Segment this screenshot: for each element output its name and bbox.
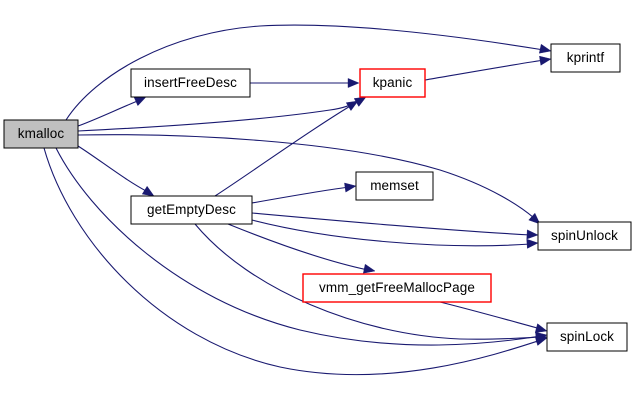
graph-node-memset[interactable]: memset: [355, 171, 434, 201]
call-edge: [77, 134, 541, 225]
edge-line: [77, 99, 141, 127]
graph-node-kprintf[interactable]: kprintf: [550, 43, 621, 73]
call-edge: [424, 55, 552, 81]
node-box[interactable]: [537, 221, 632, 251]
node-label: memset: [370, 178, 419, 193]
edge-line: [65, 24, 545, 121]
node-box[interactable]: [3, 119, 79, 149]
node-label: spinUnlock: [551, 228, 618, 243]
call-edge: [251, 182, 357, 204]
nodes-layer: kmalloc insertFreeDesc kpanic kprintf getEmp…: [3, 43, 632, 352]
arrowhead-icon: [526, 229, 539, 240]
arrowhead-icon: [141, 185, 155, 197]
arrowhead-icon: [345, 100, 359, 111]
arrowhead-icon: [344, 182, 357, 193]
edge-line: [251, 186, 350, 204]
call-edge: [194, 223, 548, 343]
edge-line: [194, 223, 542, 340]
arrowhead-icon: [363, 263, 376, 274]
node-box[interactable]: [130, 195, 253, 225]
call-edge: [77, 96, 147, 127]
call-edge: [214, 100, 359, 197]
call-edge: [251, 219, 539, 249]
call-edge: [77, 96, 367, 132]
node-box[interactable]: [546, 322, 628, 352]
call-edge: [227, 223, 376, 274]
graph-node-kpanic[interactable]: kpanic: [359, 68, 426, 98]
graph-node-spinUnlock[interactable]: spinUnlock: [537, 221, 632, 251]
edge-line: [214, 104, 353, 197]
node-box[interactable]: [550, 43, 621, 73]
graph-node-kmalloc[interactable]: kmalloc: [3, 119, 79, 149]
arrowhead-icon: [539, 55, 552, 66]
edge-line: [424, 59, 545, 81]
call-edge: [55, 147, 548, 346]
node-box[interactable]: [355, 171, 434, 201]
graph-node-getEmptyDesc[interactable]: getEmptyDesc: [130, 195, 253, 225]
node-label: kprintf: [567, 50, 605, 65]
call-edge: [65, 24, 552, 121]
edge-line: [77, 145, 149, 193]
edge-line: [227, 223, 369, 271]
node-label: spinLock: [560, 329, 614, 344]
edges-layer: [43, 24, 552, 376]
node-label: getEmptyDesc: [147, 202, 236, 217]
node-label: insertFreeDesc: [144, 75, 237, 90]
edge-line: [251, 212, 532, 236]
arrowhead-icon: [528, 212, 541, 225]
call-edge: [250, 78, 360, 88]
node-label: kpanic: [373, 75, 413, 90]
node-box[interactable]: [130, 68, 251, 98]
edge-line: [439, 301, 542, 330]
call-edge: [77, 145, 155, 197]
arrowhead-icon: [347, 78, 360, 88]
edge-line: [77, 134, 535, 219]
edge-line: [55, 147, 542, 346]
arrowhead-icon: [526, 238, 539, 249]
node-label: kmalloc: [18, 126, 65, 141]
arrowhead-icon: [539, 43, 552, 54]
node-label: vmm_getFreeMallocPage: [319, 280, 475, 295]
arrowhead-icon: [535, 332, 548, 343]
node-box[interactable]: [359, 68, 426, 98]
graph-node-vmm_getFreeMallocPage[interactable]: vmm_getFreeMallocPage: [302, 273, 492, 303]
call-edge: [251, 212, 539, 240]
call-edge: [439, 301, 548, 333]
edge-line: [251, 219, 532, 247]
graph-node-spinLock[interactable]: spinLock: [546, 322, 628, 352]
arrowhead-icon: [534, 323, 548, 333]
edge-line: [43, 147, 542, 376]
graph-node-insertFreeDesc[interactable]: insertFreeDesc: [130, 68, 251, 98]
node-box[interactable]: [302, 273, 492, 303]
